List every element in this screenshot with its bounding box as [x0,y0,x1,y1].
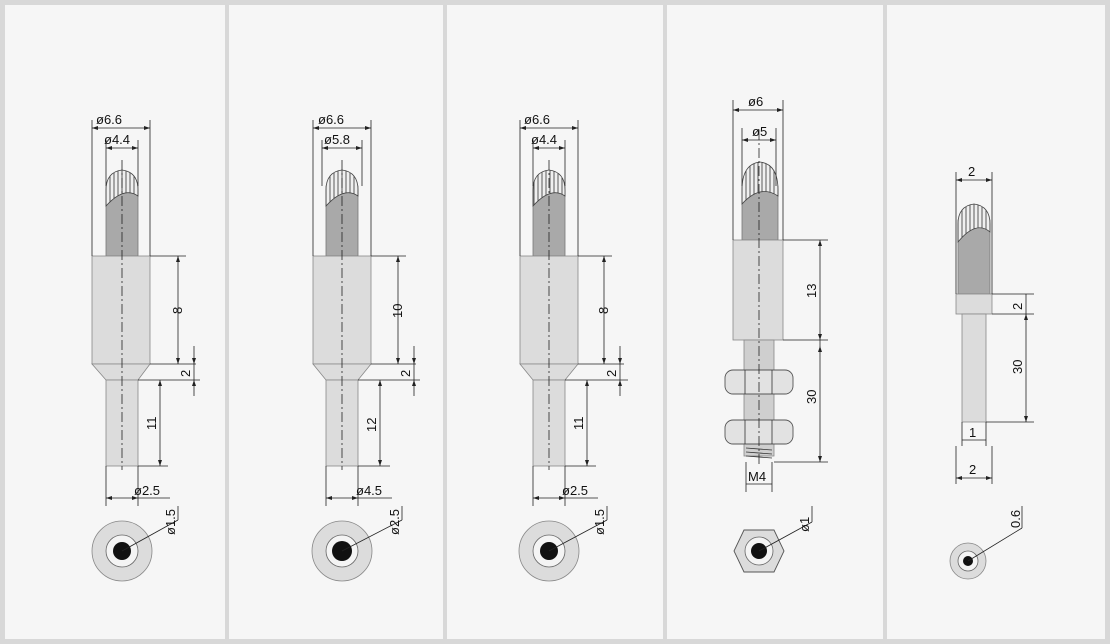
panel-3-conductor-dia-label: ø1.5 [592,509,607,535]
panel-3-body-len-label: 8 [596,307,611,314]
panel-3-inner-dia-label: ø4.4 [531,132,557,147]
panel-1-drawing: ø6.6 ø4.4 8 2 11 ø2.5 ø1.5 [91,112,200,582]
panel-2-body-len-label: 10 [390,304,405,318]
panel-1-conductor-dia-label: ø1.5 [163,509,178,535]
panel-5-collar-len-label: 2 [1010,303,1025,310]
panel-3-drawing: ø6.6 ø4.4 8 2 11 ø2.5 ø1.5 [518,112,628,582]
panel-4-drawing: ø6 ø5 13 30 M4 ø1 [724,94,828,573]
panel-4-thread-label: M4 [748,469,766,484]
panel-2-inner-dia-label: ø5.8 [324,132,350,147]
panel-3-outer-dia-label: ø6.6 [524,112,550,127]
panel-4-outer-dia-label: ø6 [748,94,763,109]
panel-1-taper-len-label: 2 [178,370,193,377]
panel-1-tip-dia-label: ø2.5 [134,483,160,498]
panel-2-tip-len-label: 12 [364,418,379,432]
panel-4-inner-dia-label: ø5 [752,124,767,139]
panel-2-tip-dia-label: ø4.5 [356,483,382,498]
panel-1-outer-dia-label: ø6.6 [96,112,122,127]
panel-5-background [885,3,1107,641]
panel-1-sleeve-body [91,255,151,365]
panel-2-conductor-dia-label: ø2.5 [387,509,402,535]
panel-4-conductor-dia-label: ø1 [797,517,812,532]
panel-3-tip-dia-label: ø2.5 [562,483,588,498]
panel-3-tip-len-label: 11 [571,417,586,431]
panel-5-pin-width-label: 1 [969,425,976,440]
panel-5-bottom-width-label: 2 [969,462,976,477]
panel-1-inner-dia-label: ø4.4 [104,132,130,147]
panel-5-conductor-dia-label: 0.6 [1008,510,1023,528]
panel-5-top-width-label: 2 [968,164,975,179]
panel-5-pin-len-label: 30 [1010,360,1025,374]
panel-3-taper-len-label: 2 [604,370,619,377]
panel-1-body-len-label: 8 [170,307,185,314]
panel-4-thread-len-label: 30 [804,390,819,404]
panel-2-taper-len-label: 2 [398,370,413,377]
panel-5-drawing: 2 2 30 1 2 0.6 [949,164,1034,580]
panel-1-tip-len-label: 11 [144,417,159,431]
panel-2-outer-dia-label: ø6.6 [318,112,344,127]
panel-4-body-len-label: 13 [804,284,819,298]
panel-2-drawing: ø6.6 ø5.8 10 2 12 ø4.5 ø2.5 [311,112,420,582]
